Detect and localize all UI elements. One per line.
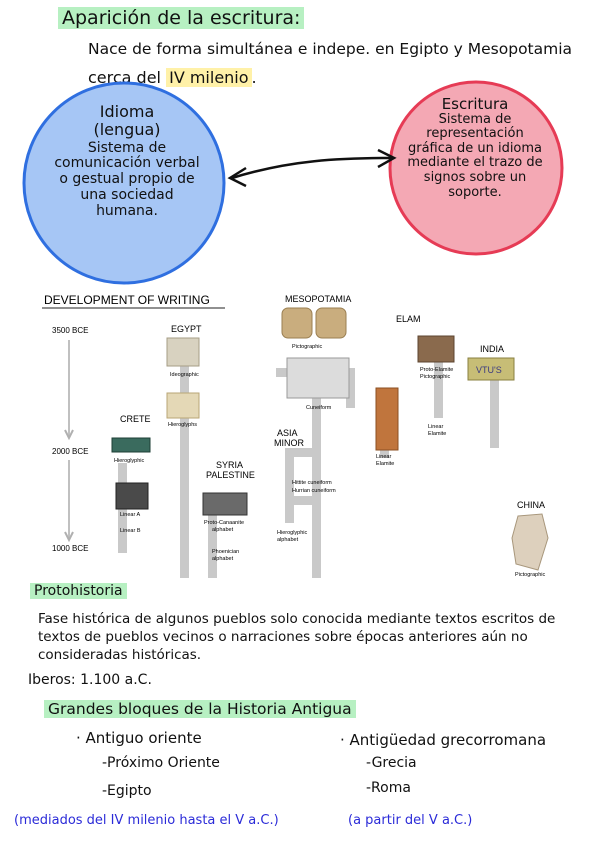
region-crete: CRETE (120, 414, 151, 424)
elam-label-1a: Proto-Elamite (420, 367, 453, 373)
idioma-subtitle: (lengua) (93, 119, 161, 139)
meso-cuneiform-image (286, 357, 350, 399)
diagram-title: DEVELOPMENT OF WRITING (44, 293, 210, 307)
crete-label-2b: Linear B (120, 528, 141, 534)
page-title: Aparición de la escritura: (58, 7, 305, 29)
egipto-item: -Egipto (102, 783, 152, 799)
crete-hieroglyph-image (111, 437, 151, 453)
protohistoria-title: Protohistoria (30, 583, 127, 599)
elam-tablet-image (417, 335, 455, 363)
bloques-title: Grandes bloques de la Historia Antigua (44, 700, 356, 718)
crete-label-1: Hieroglyphic (114, 458, 145, 464)
oriente-date-note: (mediados del IV milenio hasta el V a.C.… (14, 813, 279, 828)
escritura-text: Escritura Sistema de representación gráf… (405, 96, 545, 200)
meso-label-1: Pictographic (292, 344, 323, 350)
syria-label-1a: Proto-Canaanite (204, 520, 244, 526)
iberos-note: Iberos: 1.100 a.C. (28, 672, 152, 688)
region-egypt: EGYPT (171, 324, 202, 334)
protohistoria-definition: Fase histórica de algunos pueblos solo c… (38, 611, 556, 663)
region-india: INDIA (480, 344, 504, 354)
intro-line-2-prefix: cerca del (88, 68, 161, 87)
region-china: CHINA (517, 500, 545, 510)
elam-linear-image (375, 387, 399, 451)
syria-label-1b: alphabet (212, 527, 234, 533)
concept-circles (22, 80, 564, 285)
egypt-label-2: Hieroglyphs (168, 422, 197, 428)
intro-line-2: cerca del IV milenio. (88, 68, 257, 87)
elam-label-2b: Elamite (428, 431, 446, 437)
asia-label-1a: Hittite cuneiform (292, 480, 332, 486)
egypt-label-1: Ideographic (170, 372, 199, 378)
milenio-highlight: IV milenio (166, 68, 252, 87)
region-elam: ELAM (396, 314, 421, 324)
escritura-circle (388, 80, 564, 256)
egypt-ideograph-image (166, 337, 200, 367)
elam-label-3b: Elamite (376, 461, 394, 467)
idioma-definition: Sistema de comunicación verbal o gestual… (54, 139, 200, 219)
antiguedad-grecorromana-heading: · Antigüedad grecorromana (340, 731, 547, 749)
region-asia-minor-1: ASIA (277, 428, 298, 438)
region-mesopotamia: MESOPOTAMIA (285, 294, 351, 304)
proximo-oriente-item: -Próximo Oriente (102, 755, 220, 771)
double-arrow (231, 156, 393, 180)
idioma-circle (22, 81, 226, 285)
china-bone-image (511, 513, 549, 571)
india-seal-image (467, 357, 515, 381)
meso-label-2: Cuneiform (306, 405, 332, 411)
china-label: Pictographic (515, 572, 546, 578)
syria-label-2a: Phoenician (212, 549, 239, 555)
asia-label-2b: alphabet (277, 537, 299, 543)
elam-label-1b: Pictographic (420, 374, 451, 380)
elam-label-2a: Linear (428, 424, 443, 430)
escritura-definition: Sistema de representación gráfica de un … (407, 111, 543, 200)
escritura-title: Escritura (441, 95, 509, 113)
roma-item: -Roma (366, 780, 411, 796)
asia-label-1b: Hurrian cuneiform (292, 488, 336, 494)
development-of-writing-diagram: DEVELOPMENT OF WRITING 3500 BCE 2000 BCE… (30, 288, 590, 578)
grecia-item: -Grecia (366, 755, 417, 771)
crete-linear-image (115, 482, 149, 510)
region-asia-minor-2: MINOR (274, 438, 304, 448)
elam-label-3a: Linear (376, 454, 391, 460)
intro-line-2-suffix: . (251, 68, 257, 87)
asia-label-2a: Hieroglyphic (277, 530, 308, 536)
region-syria-1: SYRIA (216, 460, 243, 470)
meso-tablet-2 (315, 307, 347, 339)
india-seal-text: VTU'S (476, 365, 502, 375)
region-syria-2: PALESTINE (206, 470, 255, 480)
idioma-title: Idioma (99, 102, 155, 121)
time-3500: 3500 BCE (52, 326, 88, 335)
idioma-text: Idioma (lengua) Sistema de comunicación … (52, 103, 202, 219)
grecorromana-date-note: (a partir del V a.C.) (348, 813, 473, 828)
time-1000: 1000 BCE (52, 544, 88, 553)
time-2000: 2000 BCE (52, 447, 88, 456)
antiguo-oriente-heading: · Antiguo oriente (76, 729, 202, 747)
egypt-hieroglyph-image (166, 392, 200, 419)
meso-tablet-1 (281, 307, 313, 339)
syria-image (202, 492, 248, 516)
intro-line-1: Nace de forma simultánea e indepe. en Eg… (88, 40, 573, 58)
crete-label-2a: Linear A (120, 512, 141, 518)
syria-label-2b: alphabet (212, 556, 234, 562)
